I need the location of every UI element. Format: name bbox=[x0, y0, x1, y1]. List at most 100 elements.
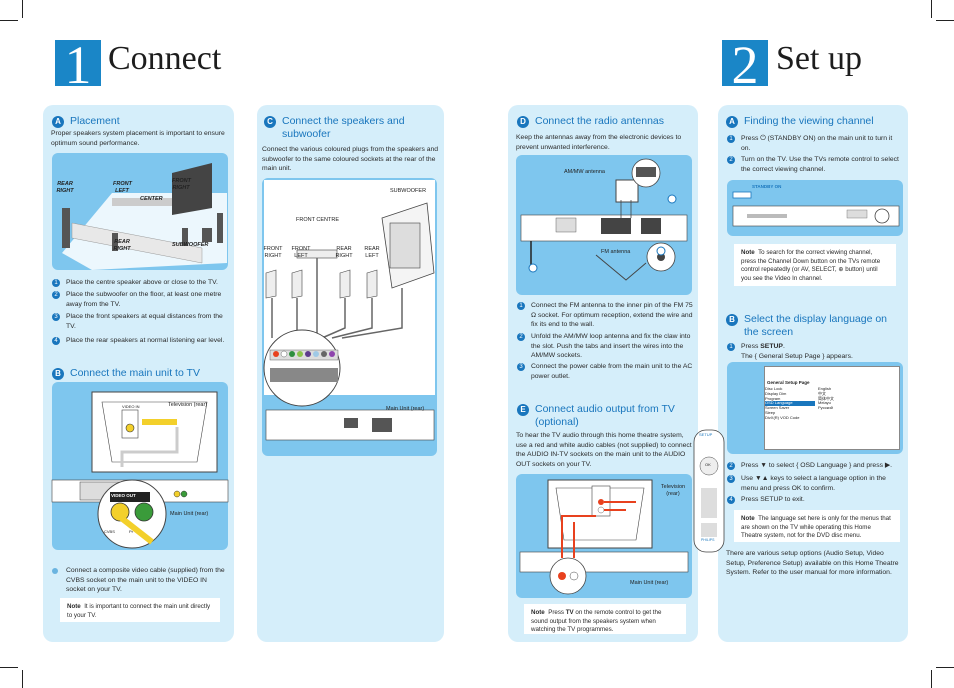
radio-drawing bbox=[520, 158, 688, 281]
label-rear-right: REAR RIGHT bbox=[56, 181, 74, 194]
ok-button[interactable]: OK bbox=[705, 462, 711, 467]
crop-mark bbox=[0, 667, 18, 668]
language-step: 3 Use ▼▲ keys to select a language optio… bbox=[727, 474, 903, 493]
label-pr: Pr bbox=[129, 529, 133, 534]
osd-menu bbox=[764, 366, 900, 450]
heading-speakers: C Connect the speakers and subwoofer bbox=[264, 115, 439, 141]
label-main-unit-rear: Main Unit (rear) bbox=[386, 406, 425, 412]
note-viewing: Note To search for the correct viewing c… bbox=[734, 244, 896, 286]
crop-mark bbox=[931, 670, 932, 688]
menu-item[interactable]: Screen Saver bbox=[765, 405, 790, 411]
label-main-unit-rear: Main Unit (rear) bbox=[170, 511, 209, 517]
section-number: 2 bbox=[722, 38, 768, 92]
bullet-dot bbox=[52, 568, 58, 574]
heading-placement: A Placement bbox=[52, 115, 120, 128]
language-step: 2 Press ▼ to select { OSD Language } and… bbox=[727, 461, 903, 471]
label-subwoofer: SUBWOOFER bbox=[172, 242, 209, 248]
audio-drawing bbox=[519, 479, 689, 595]
radio-intro: Keep the antennas away from the electron… bbox=[516, 134, 682, 151]
setup-closing: There are various setup options (Audio S… bbox=[726, 550, 899, 577]
remote-control bbox=[693, 429, 725, 553]
menu-item-selected[interactable]: OSD Language bbox=[765, 401, 815, 407]
crop-mark bbox=[22, 670, 23, 688]
menu-item[interactable]: Disc Lock bbox=[765, 386, 783, 391]
placement-step: 2 Place the subwoofer on the floor, at l… bbox=[52, 290, 228, 309]
crop-mark bbox=[931, 0, 932, 18]
label-rear-right: REAR RIGHT bbox=[335, 246, 353, 259]
crop-mark bbox=[936, 20, 954, 21]
placement-step: 1 Place the centre speaker above or clos… bbox=[52, 278, 228, 288]
menu-value[interactable]: 中文 bbox=[818, 390, 826, 396]
player-drawing bbox=[732, 191, 900, 227]
label-front-right: FRONT RIGHT bbox=[172, 178, 191, 191]
section-title: Connect bbox=[108, 40, 222, 77]
menu-item[interactable]: DivX(R) VOD Code bbox=[765, 414, 800, 420]
note-language: Note The language set here is only for t… bbox=[734, 510, 900, 542]
section-letter: B bbox=[52, 368, 64, 380]
menu-items: Disc Lock Display Dim Program OSD Langua… bbox=[765, 386, 815, 421]
section-letter: E bbox=[517, 404, 529, 416]
section-letter: A bbox=[726, 116, 738, 128]
label-main-unit-rear: Main Unit (rear) bbox=[630, 580, 669, 586]
menu-item[interactable]: Program bbox=[765, 395, 781, 401]
section-letter: D bbox=[517, 116, 529, 128]
label-subwoofer: SUBWOOFER bbox=[390, 188, 427, 194]
setup-button[interactable]: SETUP bbox=[699, 432, 713, 437]
placement-step: 4 Place the rear speakers at normal list… bbox=[52, 336, 228, 346]
label-television-rear: Television (rear) bbox=[168, 402, 208, 408]
note-audio: Note Press TV on the remote control to g… bbox=[524, 604, 686, 634]
label-center: CENTER bbox=[140, 196, 163, 202]
placement-intro: Proper speakers system placement is impo… bbox=[51, 130, 225, 147]
crop-mark bbox=[22, 0, 23, 18]
crop-mark bbox=[0, 20, 18, 21]
section-number: 1 bbox=[55, 38, 101, 92]
radio-step: 2 Unfold the AM/MW loop antenna and fix … bbox=[517, 332, 693, 361]
radio-step: 3 Connect the power cable from the main … bbox=[517, 362, 693, 381]
label-standby-on: STANDBY ON bbox=[752, 184, 782, 189]
label-television-rear: Television (rear) bbox=[660, 484, 686, 497]
remote-brand: PHILIPS bbox=[701, 538, 715, 542]
room-drawing bbox=[62, 163, 227, 270]
menu-value[interactable]: Melayu bbox=[818, 400, 831, 406]
heading-audio: E Connect audio output from TV (optional… bbox=[517, 403, 693, 429]
label-front-centre: FRONT CENTRE bbox=[296, 217, 339, 223]
menu-value[interactable]: Русский bbox=[818, 405, 833, 411]
menu-value[interactable]: 简体中文 bbox=[818, 395, 834, 401]
crop-mark bbox=[936, 667, 954, 668]
note-main-unit-tv: Note It is important to connect the main… bbox=[60, 598, 220, 622]
label-am-antenna: AM/MW antenna bbox=[564, 169, 605, 175]
menu-item[interactable]: Display Dim bbox=[765, 390, 787, 396]
label-fm-antenna: FM antenna bbox=[601, 249, 631, 255]
viewing-step: 1 Press ⏻ (STANDBY ON) on the main unit … bbox=[727, 134, 903, 153]
label-cvbs: CVBS bbox=[104, 529, 115, 534]
label-video-in: VIDEO IN bbox=[122, 404, 140, 409]
speakers-drawing bbox=[263, 180, 435, 441]
menu-value[interactable]: English bbox=[818, 386, 832, 391]
label-rear-left: REAR LEFT bbox=[364, 246, 380, 259]
heading-main-unit-tv: B Connect the main unit to TV bbox=[52, 367, 200, 380]
viewing-step: 2 Turn on the TV. Use the TVs remote con… bbox=[727, 155, 903, 174]
tv-connection-drawing bbox=[51, 391, 229, 549]
language-step: 1 Press SETUP. The { General Setup Page … bbox=[727, 342, 903, 361]
menu-title: General Setup Page bbox=[767, 380, 810, 385]
label-front-left: FRONT LEFT bbox=[113, 181, 132, 194]
heading-viewing: A Finding the viewing channel bbox=[726, 115, 874, 128]
speakers-intro: Connect the various coloured plugs from … bbox=[262, 146, 439, 173]
label-front-right: FRONT RIGHT bbox=[263, 246, 283, 259]
label-rear-right: REAR RIGHT bbox=[113, 239, 131, 252]
heading-text: Placement bbox=[70, 115, 120, 127]
language-step: 4 Press SETUP to exit. bbox=[727, 495, 903, 505]
audio-intro: To hear the TV audio through this home t… bbox=[516, 432, 692, 468]
placement-step: 3 Place the front speakers at equal dist… bbox=[52, 312, 228, 331]
menu-item[interactable]: Sleep bbox=[765, 409, 776, 415]
section-letter: A bbox=[52, 116, 64, 128]
main-unit-tv-instruction: Connect a composite video cable (supplie… bbox=[52, 566, 228, 595]
section-letter: B bbox=[726, 314, 738, 326]
section-title: Set up bbox=[776, 40, 862, 77]
label-front-left: FRONT LEFT bbox=[291, 246, 311, 259]
label-video-out: VIDEO OUT bbox=[111, 493, 136, 498]
section-letter: C bbox=[264, 116, 276, 128]
menu-values: English 中文 简体中文 Melayu Русский bbox=[818, 386, 858, 411]
heading-language: B Select the display language on the scr… bbox=[726, 313, 902, 339]
heading-radio: D Connect the radio antennas bbox=[517, 115, 664, 128]
